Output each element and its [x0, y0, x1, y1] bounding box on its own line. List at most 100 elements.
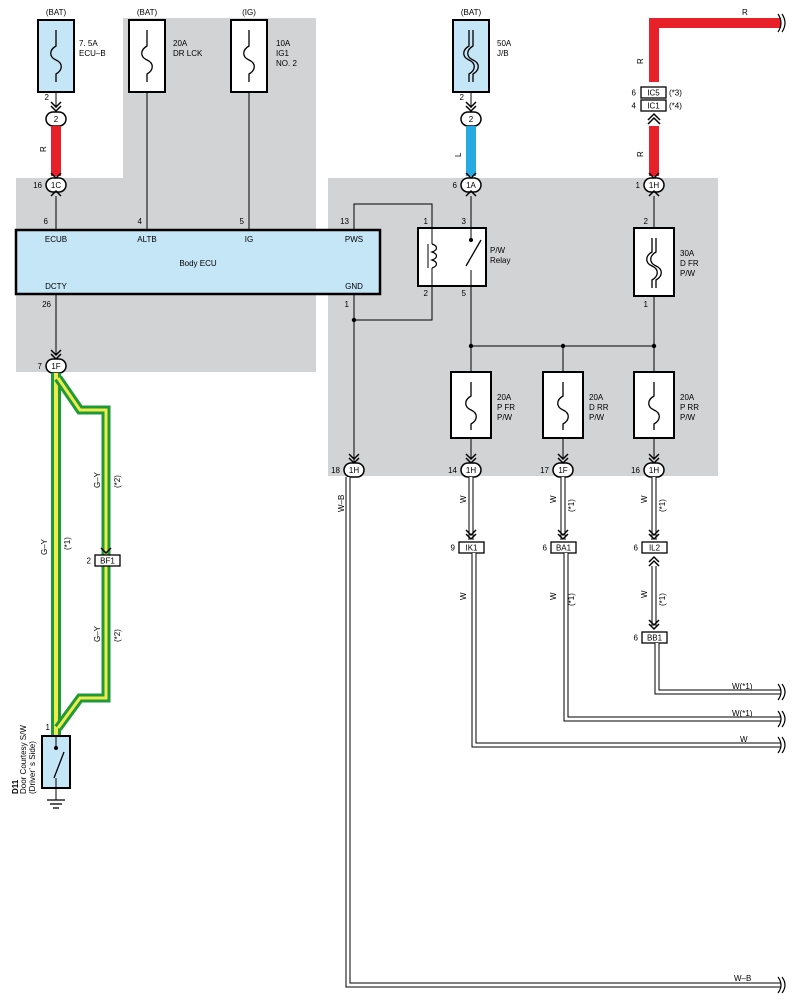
svg-text:20A: 20A — [680, 393, 695, 402]
door-switch-side: (Driver’ s Side) — [28, 741, 37, 794]
wire-label-r-3: R — [636, 151, 645, 157]
svg-text:1C: 1C — [51, 181, 61, 190]
wire-label-out-3: W — [740, 735, 748, 744]
source-label-bat-2: (BAT) — [137, 8, 158, 17]
wire-label-gy-3: G–Y — [93, 625, 102, 642]
fuse-pfr: 20A P FR P/W — [450, 371, 515, 439]
door-courtesy-switch: 1 — [41, 723, 71, 800]
source-label-ig: (IG) — [242, 8, 256, 17]
wire-label-w-ik1-b: W — [459, 592, 468, 600]
svg-text:6: 6 — [632, 89, 637, 98]
svg-text:Relay: Relay — [490, 256, 510, 265]
svg-text:P FR: P FR — [497, 403, 515, 412]
svg-text:P/W: P/W — [680, 413, 696, 422]
svg-text:P/W: P/W — [589, 413, 605, 422]
wire-w-ba1 — [557, 477, 569, 541]
svg-text:1H: 1H — [466, 466, 476, 475]
svg-text:16: 16 — [33, 181, 42, 190]
connector-1c: 1C 16 — [33, 172, 67, 197]
svg-text:IK1: IK1 — [465, 544, 478, 553]
svg-text:6: 6 — [453, 181, 458, 190]
svg-text:IC1: IC1 — [647, 102, 660, 111]
junction-bus-1 — [468, 343, 474, 349]
wire-label-wb: W–B — [337, 495, 346, 512]
wire-label-w-bb1: W — [640, 590, 649, 598]
wire-label-out-wb: W–B — [734, 974, 751, 983]
door-switch-code: D11 — [11, 779, 20, 794]
connector-1f-17: 1F 17 — [540, 453, 574, 478]
svg-text:(*3): (*3) — [669, 89, 682, 98]
wire-label-w-ba1-b: W — [549, 592, 558, 600]
connector-1f-top: 1F 7 — [38, 349, 67, 374]
wire-note-w-bb1: (*1) — [658, 593, 667, 606]
wire-out-3 — [471, 553, 786, 754]
svg-text:7: 7 — [38, 362, 43, 371]
svg-text:6: 6 — [634, 634, 639, 643]
svg-text:BF1: BF1 — [100, 557, 115, 566]
svg-text:20A: 20A — [497, 393, 512, 402]
wire-jb-fuse-out: 2 — [460, 92, 477, 113]
svg-text:26: 26 — [42, 300, 51, 309]
svg-text:1: 1 — [424, 217, 429, 226]
wire-label-out-2: W(*1) — [732, 709, 753, 718]
svg-text:20A: 20A — [173, 39, 188, 48]
svg-text:5: 5 — [462, 289, 467, 298]
svg-text:BA1: BA1 — [556, 544, 572, 553]
fuse-ecub: 7. 5A ECU–B — [37, 19, 106, 93]
svg-text:18: 18 — [331, 466, 340, 475]
wire-red-ecub — [51, 126, 61, 176]
svg-text:P/W: P/W — [680, 269, 696, 278]
connector-1h-top: 1H 1 — [636, 172, 665, 197]
svg-text:6: 6 — [634, 544, 639, 553]
ground-icon — [47, 799, 65, 809]
fuse-prr: 20A P RR P/W — [633, 371, 699, 439]
connector-ic5: IC5 6 (*3) — [632, 86, 682, 99]
svg-text:5: 5 — [240, 217, 245, 226]
door-switch-name: Door Courtesy S/W — [19, 725, 28, 794]
body-ecu: Body ECU ECUB ALTB IG PWS DCTY GND — [14, 228, 382, 296]
connector-ic1: IC1 4 (*4) — [632, 99, 682, 112]
svg-text:NO. 2: NO. 2 — [276, 59, 297, 68]
wire-note-gy-2: (*2) — [113, 475, 122, 488]
wire-label-w-il2-a: W — [640, 495, 649, 503]
svg-text:2: 2 — [424, 289, 429, 298]
svg-text:6: 6 — [543, 544, 548, 553]
connector-bb1: BB1 6 — [634, 631, 668, 644]
wire-w-bb1 — [648, 555, 660, 631]
fuse-drr: 20A D RR P/W — [542, 371, 609, 439]
wire-out-1 — [654, 643, 786, 701]
svg-text:D FR: D FR — [680, 259, 699, 268]
wire-label-gy-1: G–Y — [40, 538, 49, 555]
pin-pws: PWS — [345, 235, 363, 244]
dfr-pin-in: 2 — [644, 217, 649, 226]
source-label-bat-3: (BAT) — [461, 8, 482, 17]
svg-text:BB1: BB1 — [647, 634, 663, 643]
svg-text:IG1: IG1 — [276, 49, 289, 58]
wire-wb — [345, 477, 786, 994]
svg-text:20A: 20A — [589, 393, 604, 402]
source-labels: (BAT) (BAT) (IG) (BAT) — [46, 8, 482, 17]
wire-note-gy-3: (*2) — [113, 629, 122, 642]
svg-text:1H: 1H — [649, 181, 659, 190]
svg-text:(*4): (*4) — [669, 102, 682, 111]
fuse-ig1: 10A IG1 NO. 2 — [230, 19, 297, 93]
svg-text:P/W: P/W — [490, 246, 506, 255]
wire-label-out-1: W(*1) — [732, 682, 753, 691]
wire-note-w-ba1-b: (*1) — [567, 593, 576, 606]
svg-text:1F: 1F — [51, 362, 60, 371]
connector-il2: IL2 6 — [634, 541, 668, 554]
wire-label-gy-2: G–Y — [93, 471, 102, 488]
svg-text:4: 4 — [138, 217, 143, 226]
svg-text:50A: 50A — [497, 39, 512, 48]
connector-bf1: BF1 2 — [87, 547, 121, 567]
svg-text:2: 2 — [87, 557, 92, 566]
wire-w-il2 — [648, 477, 660, 541]
junction-bus-3 — [651, 343, 657, 349]
connector-2-left: 2 — [45, 111, 67, 127]
svg-text:DR LCK: DR LCK — [173, 49, 203, 58]
pin-altb: ALTB — [137, 235, 156, 244]
fuse-jb: 50A J/B — [452, 19, 512, 93]
wire-note-gy-1: (*1) — [63, 537, 72, 550]
